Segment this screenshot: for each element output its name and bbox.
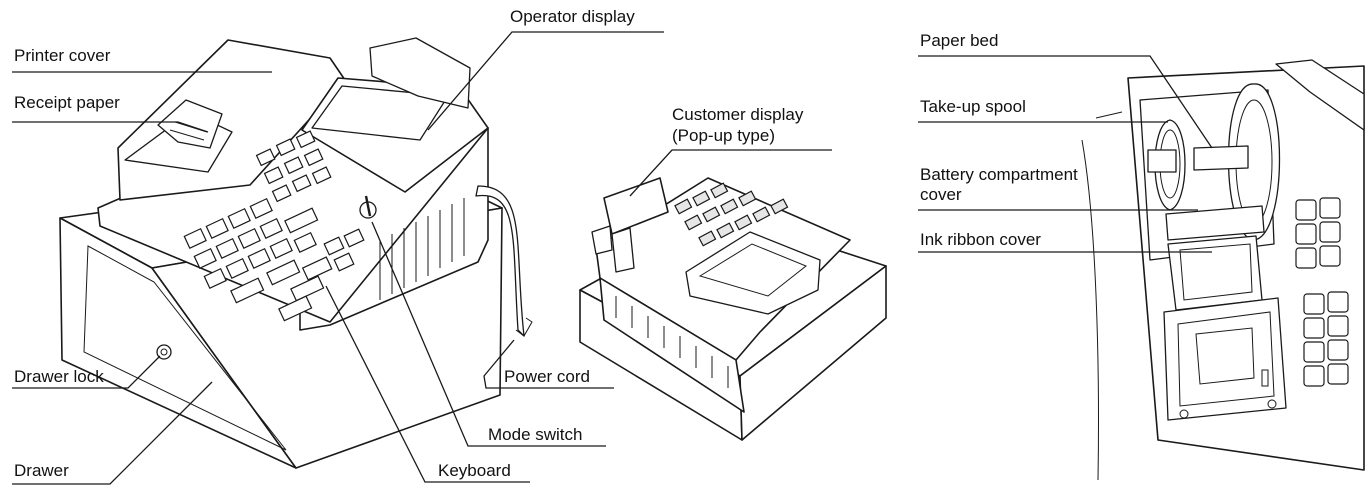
- right-keypad: [1295, 197, 1349, 387]
- drawer-lock-keyhole: [156, 344, 172, 360]
- leader-mode-switch: [371, 221, 606, 447]
- mid-keypad: [674, 182, 789, 247]
- drawer-front-panel: [83, 245, 287, 451]
- labels: Printer cover Receipt paper Operator dis…: [14, 7, 1078, 480]
- main-register-leaders: [12, 31, 664, 485]
- leader-paper-bed: [918, 55, 1213, 149]
- customer-display-panel: [603, 177, 669, 235]
- leader-receipt-paper: [12, 121, 209, 133]
- keypad-main: [183, 197, 319, 304]
- label-power-cord: Power cord: [504, 367, 590, 386]
- label-battery-compartment: Battery compartment: [920, 165, 1078, 184]
- popup-display-stub: [369, 37, 471, 109]
- label-receipt-paper: Receipt paper: [14, 93, 120, 112]
- leader-customer-display: [629, 149, 832, 197]
- popup-display-register-illustration: [579, 177, 887, 441]
- keypad-right: [278, 228, 365, 322]
- label-keyboard: Keyboard: [438, 461, 511, 480]
- keypad-upper: [255, 130, 332, 203]
- label-customer-display-type: (Pop-up type): [672, 126, 775, 145]
- leader-drawer: [12, 381, 213, 485]
- printer-detail-leaders: [918, 55, 1213, 253]
- label-customer-display: Customer display: [672, 105, 804, 124]
- mode-switch-key: [359, 195, 377, 219]
- label-printer-cover: Printer cover: [14, 46, 111, 65]
- label-operator-display: Operator display: [510, 7, 635, 26]
- side-vents: [379, 198, 465, 300]
- leader-operator-display: [427, 31, 664, 131]
- label-battery-compartment-cover: cover: [920, 185, 962, 204]
- label-paper-bed: Paper bed: [920, 31, 998, 50]
- printer-detail-illustration: [1081, 59, 1365, 481]
- receipt-paper-sheet: [157, 99, 223, 149]
- label-mode-switch: Mode switch: [488, 425, 582, 444]
- leader-power-cord: [483, 339, 614, 389]
- label-ink-ribbon-cover: Ink ribbon cover: [920, 230, 1041, 249]
- leader-keyboard: [325, 285, 530, 483]
- label-drawer-lock: Drawer lock: [14, 367, 104, 386]
- label-drawer: Drawer: [14, 461, 69, 480]
- mid-side-vents: [615, 296, 729, 388]
- main-register-illustration: [59, 37, 533, 469]
- battery-compartment: [1165, 205, 1265, 241]
- leader-drawer-lock: [12, 355, 161, 389]
- label-take-up-spool: Take-up spool: [920, 97, 1026, 116]
